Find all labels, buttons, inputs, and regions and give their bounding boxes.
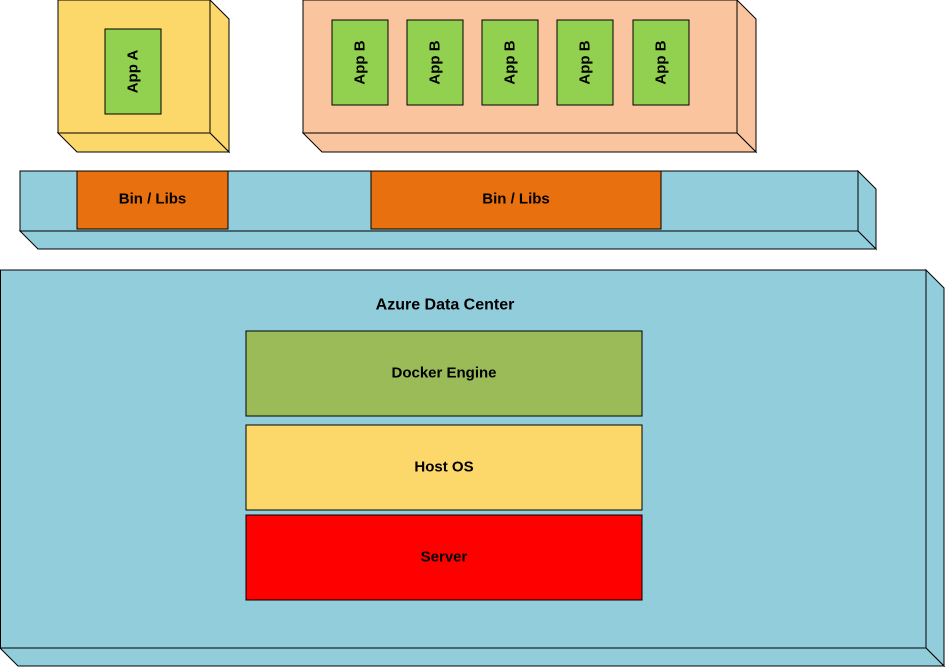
app-a-tile: App A xyxy=(104,28,162,115)
app-b-box xyxy=(632,19,690,106)
app-b-container-bottom xyxy=(301,132,758,153)
datacenter-title: Azure Data Center xyxy=(376,297,515,314)
datacenter-bottom xyxy=(0,647,946,667)
app-b-box xyxy=(556,19,614,106)
app-b-label: App B xyxy=(502,40,519,84)
host-os-layer: Host OS xyxy=(245,424,643,511)
app-b-label: App B xyxy=(352,40,369,84)
app-b-box xyxy=(481,19,539,106)
libs-block-left-box xyxy=(76,170,229,230)
docker-engine-box xyxy=(245,330,643,417)
app-b-container-side xyxy=(736,0,757,154)
libs-block-left: Bin / Libs xyxy=(76,170,229,230)
app-b-tile: App B xyxy=(481,19,539,106)
app-b-tile: App B xyxy=(331,19,389,106)
app-a-label: App A xyxy=(125,50,142,94)
app-a-container-side xyxy=(209,0,230,154)
app-b-tile: App B xyxy=(632,19,690,106)
app-a-container-bottom xyxy=(56,132,231,153)
app-b-box xyxy=(331,19,389,106)
docker-engine-layer: Docker Engine xyxy=(245,330,643,417)
app-a-box xyxy=(104,28,162,115)
datacenter-side xyxy=(925,268,945,667)
app-b-label: App B xyxy=(653,40,670,84)
libs-block-right-label: Bin / Libs xyxy=(482,191,550,208)
app-b-box xyxy=(406,19,464,106)
host-os-label: Host OS xyxy=(414,459,473,476)
app-b-label: App B xyxy=(577,40,594,84)
libs-block-left-label: Bin / Libs xyxy=(119,191,187,208)
libs-platform-bottom xyxy=(18,230,878,250)
server-box xyxy=(245,514,643,601)
server-layer: Server xyxy=(245,514,643,601)
docker-engine-label: Docker Engine xyxy=(391,365,496,382)
libs-block-right: Bin / Libs xyxy=(370,170,662,230)
libs-block-right-box xyxy=(370,170,662,230)
app-b-tile: App B xyxy=(556,19,614,106)
app-b-label: App B xyxy=(427,40,444,84)
server-label: Server xyxy=(421,549,468,566)
app-b-tile: App B xyxy=(406,19,464,106)
host-os-box xyxy=(245,424,643,511)
